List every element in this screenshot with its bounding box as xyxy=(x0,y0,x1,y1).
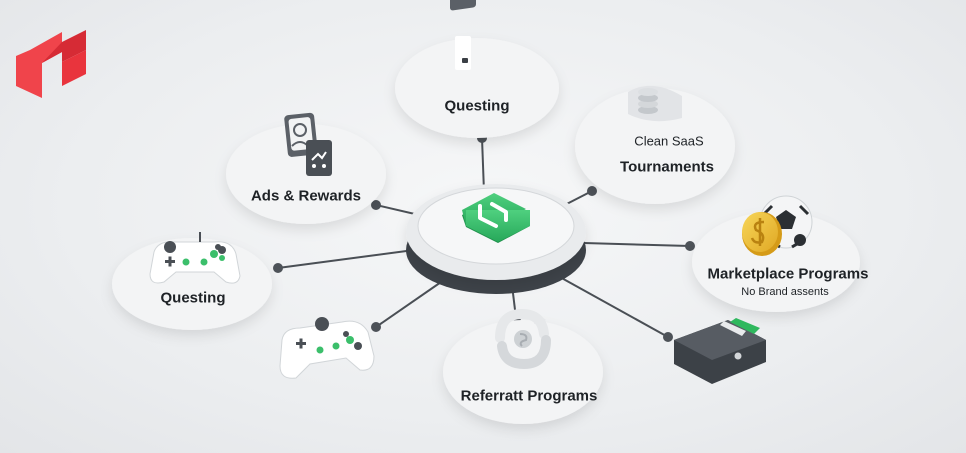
connector-questing-left xyxy=(277,249,415,269)
connector-wallet xyxy=(557,275,669,338)
logo-icon xyxy=(16,30,86,98)
node-ads-rewards xyxy=(226,124,386,224)
node-label-clean-saas: Clean SaaS xyxy=(634,133,704,149)
node-label-questing-left: Questing xyxy=(160,289,226,307)
node-marketplace xyxy=(692,212,860,312)
node-label-referral: Referratt Programs xyxy=(460,387,598,405)
node-label-marketplace-sub: No Brand assents xyxy=(741,286,829,298)
node-questing-top xyxy=(395,38,559,138)
connector-marketplace xyxy=(583,242,691,247)
connector-questing-top xyxy=(481,137,485,193)
connector-gamepad xyxy=(375,279,445,328)
wallet-icon xyxy=(674,318,766,384)
gamepad-icon xyxy=(149,232,241,284)
refresh-symbol-icon xyxy=(495,308,551,370)
hub-icon xyxy=(462,193,530,243)
hub-node xyxy=(406,184,586,294)
coin-stack-icon xyxy=(628,85,682,122)
gamepad-icon xyxy=(279,317,375,379)
wallet-cards-icon xyxy=(450,0,489,70)
node-tournaments xyxy=(575,88,735,204)
coin-soccer-icon xyxy=(742,195,813,256)
node-label-tournaments: Tournaments xyxy=(620,158,714,176)
user-badge-icon xyxy=(284,112,332,176)
node-referral xyxy=(443,320,603,424)
connector-lines xyxy=(277,137,691,338)
node-label-marketplace: Marketplace Programs xyxy=(707,265,869,283)
node-label-questing-top: Questing xyxy=(444,97,510,115)
node-label-ads-rewards: Ads & Rewards xyxy=(250,187,362,205)
